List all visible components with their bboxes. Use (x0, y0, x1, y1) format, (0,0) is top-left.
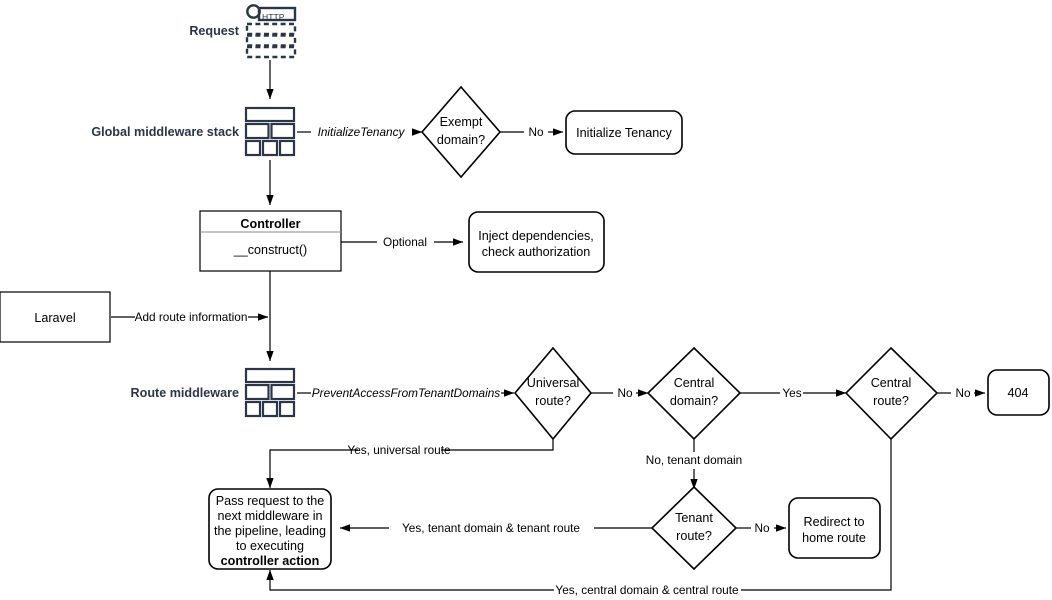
node-pass-request-line5: controller action (221, 554, 320, 568)
node-exempt-domain[interactable]: Exempt domain? (420, 85, 502, 179)
node-controller-title: Controller (240, 217, 300, 231)
edge-label-yes-central-domain-central-route: Yes, central domain & central route (555, 583, 739, 597)
edge-label-controller-optional: Optional (383, 235, 427, 249)
edge-label-initialize-tenancy: InitializeTenancy (318, 125, 406, 139)
edge-label-tenant-route-no: No (754, 521, 770, 535)
node-central-route-line2: route? (873, 394, 909, 408)
node-controller[interactable]: Controller __construct() (199, 210, 342, 272)
node-central-route-line1: Central (871, 376, 912, 390)
node-pass-request-line1: Pass request to the (216, 494, 325, 508)
node-redirect-home-line2: home route (802, 531, 866, 545)
edge-central-route-yes-to-pass-request (266, 439, 892, 591)
node-exempt-domain-line1: Exempt (440, 115, 483, 129)
node-universal-route[interactable]: Universal route? (513, 346, 593, 441)
edge-label-central-route-no: No (955, 386, 971, 400)
node-pass-request-line4-bold: executing (250, 539, 304, 553)
node-redirect-home-route[interactable]: Redirect to home route (788, 497, 881, 559)
edge-label-no-tenant-domain: No, tenant domain (646, 453, 742, 467)
http-request-tag: HTTP (262, 12, 285, 22)
label-request: Request (189, 24, 239, 38)
edge-label-prevent-access: PreventAccessFromTenantDomains (312, 386, 500, 400)
node-inject-dependencies-line1: Inject dependencies, (478, 229, 594, 243)
label-route-middleware: Route middleware (131, 386, 239, 400)
edge-label-add-route-information: Add route information (135, 310, 248, 324)
node-central-domain[interactable]: Central domain? (646, 346, 742, 441)
edge-label-yes-universal-route: Yes, universal route (347, 443, 451, 457)
edge-label-universal-no: No (617, 386, 633, 400)
node-laravel[interactable]: Laravel (0, 291, 111, 343)
edge-label-yes-tenant-domain-tenant-route: Yes, tenant domain & tenant route (402, 521, 580, 535)
node-central-domain-line1: Central (674, 376, 715, 390)
node-universal-route-line1: Universal (527, 376, 580, 390)
edge-label-central-domain-yes: Yes (782, 386, 801, 400)
label-global-middleware-stack: Global middleware stack (91, 125, 240, 139)
node-central-route[interactable]: Central route? (844, 346, 939, 441)
node-pass-request-line3: the pipeline, leading (214, 524, 326, 538)
node-404-label: 404 (1007, 386, 1028, 400)
node-controller-method: __construct() (233, 243, 308, 257)
node-initialize-tenancy[interactable]: Initialize Tenancy (565, 110, 683, 155)
node-pass-request[interactable]: Pass request to the next middleware in t… (208, 488, 332, 570)
node-404[interactable]: 404 (987, 369, 1050, 416)
node-tenant-route-line1: Tenant (675, 511, 713, 525)
node-tenant-route-line2: route? (676, 529, 712, 543)
node-pass-request-line2: next middleware in (218, 509, 323, 523)
http-request-icon (245, 4, 297, 59)
node-inject-dependencies-line2: check authorization (482, 245, 591, 259)
node-laravel-label: Laravel (34, 311, 75, 325)
node-pass-request-line4: to executing (236, 539, 304, 553)
node-exempt-domain-line2: domain? (437, 133, 485, 147)
node-tenant-route[interactable]: Tenant route? (650, 485, 738, 571)
node-initialize-tenancy-label: Initialize Tenancy (576, 126, 672, 140)
node-universal-route-line2: route? (535, 394, 571, 408)
node-inject-dependencies[interactable]: Inject dependencies, check authorization (468, 211, 605, 273)
edge-universal-route-yes-to-pass-request (266, 439, 554, 489)
node-pass-request-line4-prefix: to (236, 539, 250, 553)
node-redirect-home-line1: Redirect to (804, 515, 865, 529)
edge-label-exempt-no: No (528, 125, 544, 139)
middleware-stack-icon-global (244, 106, 296, 157)
node-central-domain-line2: domain? (670, 394, 718, 408)
middleware-stack-icon-route (244, 367, 296, 418)
